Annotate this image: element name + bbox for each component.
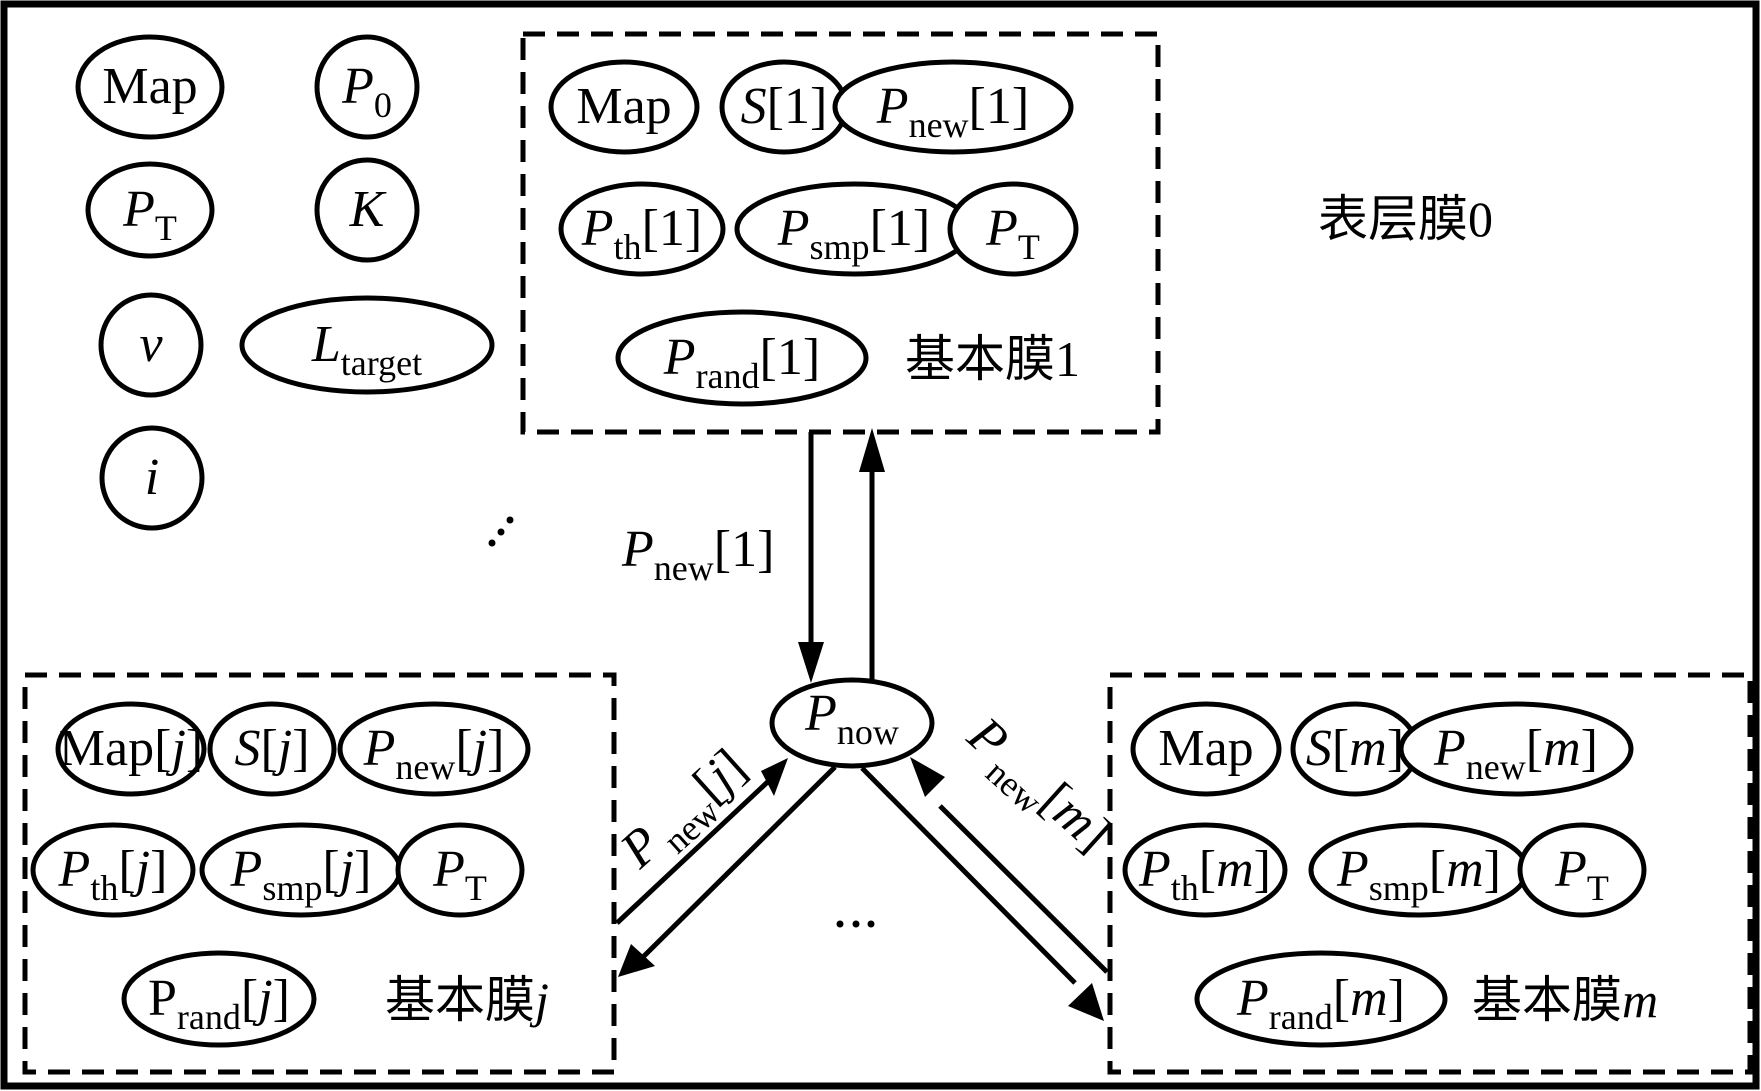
edge-m1-to-now: [798, 432, 824, 683]
svg-text:Prand[1]: Prand[1]: [663, 329, 820, 396]
membrane-j-object-3: Pth[j]: [30, 822, 196, 918]
skin-object-pt: PT: [85, 161, 215, 259]
membrane-j-object-4: Psmp[j]: [199, 822, 403, 918]
membrane-objects: Map S[1] Pnew[1] Pth[1] Psmp[1] PT Prand[1] 基本膜…: [30, 59, 1658, 1048]
edge-label-mm: Pnew[m]: [950, 706, 1122, 870]
skin-membrane-label: 表层膜0: [1318, 191, 1493, 247]
membrane-m-border: [1107, 672, 1753, 1075]
membrane-1-object-1: S[1]: [719, 59, 849, 155]
p-now-object: Pnow: [769, 677, 935, 769]
membrane-m-object-6: Prand[m]: [1194, 950, 1448, 1048]
edge-mm-to-now: [910, 757, 1109, 974]
membrane-m-object-2: Pnew[m]: [1398, 701, 1634, 797]
membrane-1-object-6: Prand[1]: [615, 309, 869, 407]
membrane-1-border: [520, 31, 1161, 435]
edge-label-mj: Pnew[j]: [609, 738, 764, 887]
svg-text:PT: PT: [985, 200, 1040, 267]
edge-mj-to-now: [615, 758, 788, 925]
svg-text:PT: PT: [122, 181, 177, 248]
svg-text:Prand[m]: Prand[m]: [1236, 970, 1405, 1037]
svg-text:Pnew[j]: Pnew[j]: [609, 738, 764, 887]
svg-text:Ltarget: Ltarget: [311, 316, 422, 383]
svg-text:Pnew[1]: Pnew[1]: [621, 521, 774, 588]
membrane-1-object-2: Pnew[1]: [832, 59, 1074, 155]
vertical-ellipsis: [488, 516, 514, 547]
skin-object-p0: P0: [314, 34, 420, 140]
skin-object-map: Map: [75, 34, 225, 140]
membrane-j-object-0: Map[j]: [55, 701, 207, 797]
svg-text:Pnew[m]: Pnew[m]: [1433, 720, 1598, 787]
skin-object-v: v: [98, 292, 204, 398]
membrane-1-object-0: Map: [548, 59, 700, 155]
svg-text:PT: PT: [1554, 841, 1609, 908]
skin-object-ltarget: Ltarget: [239, 295, 495, 395]
svg-text:Pth[1]: Pth[1]: [581, 200, 702, 267]
membrane-m-object-3: Pth[m]: [1122, 822, 1288, 918]
svg-text:Psmp[m]: Psmp[m]: [1336, 841, 1501, 908]
svg-text:Psmp[1]: Psmp[1]: [777, 200, 930, 267]
svg-text:Pnew[m]: Pnew[m]: [950, 706, 1122, 870]
edge-now-to-mm: [860, 766, 1104, 1021]
svg-text:Pnow: Pnow: [804, 685, 899, 752]
edge-label-m1: Pnew[1]: [621, 521, 774, 588]
membrane-m-object-0: Map: [1130, 701, 1282, 797]
svg-text:K: K: [349, 181, 387, 238]
svg-text:v: v: [139, 316, 163, 373]
horizontal-ellipsis: [836, 920, 875, 928]
membrane-1-object-3: Pth[1]: [558, 181, 726, 277]
membrane-j-object-2: Pnew[j]: [337, 701, 531, 797]
svg-text:Map: Map: [576, 78, 671, 135]
membrane-m-object-4: Psmp[m]: [1308, 822, 1530, 918]
svg-text:Psmp[j]: Psmp[j]: [230, 841, 372, 908]
svg-text:Prand[j]: Prand[j]: [148, 970, 290, 1037]
membrane-j-border: [22, 672, 617, 1075]
membrane-j-object-5: PT: [395, 822, 525, 918]
svg-text:S[1]: S[1]: [741, 78, 828, 135]
skin-object-k: K: [314, 157, 420, 263]
svg-text:PT: PT: [432, 841, 487, 908]
svg-text:Pnew[1]: Pnew[1]: [876, 78, 1029, 145]
svg-text:Pth[m]: Pth[m]: [1138, 841, 1271, 908]
membrane-m-object-5: PT: [1517, 822, 1647, 918]
membrane-j-label: 基本膜j: [385, 972, 549, 1028]
svg-text:P0: P0: [341, 58, 392, 125]
svg-text:Map[j]: Map[j]: [59, 720, 203, 777]
svg-text:S[m]: S[m]: [1306, 720, 1404, 777]
svg-text:Pnew[j]: Pnew[j]: [363, 720, 505, 787]
edge-now-to-m1: [859, 428, 885, 680]
membrane-j-object-1: S[j]: [207, 701, 337, 797]
membrane-1-object-5: PT: [947, 181, 1079, 277]
svg-text:i: i: [145, 449, 159, 506]
svg-text:S[j]: S[j]: [234, 720, 309, 777]
membrane-1-object-4: Psmp[1]: [734, 181, 974, 277]
membrane-1-label: 基本膜1: [905, 331, 1080, 387]
edge-now-to-mj: [618, 765, 837, 977]
membrane-j-object-6: Prand[j]: [121, 950, 317, 1048]
svg-text:Map: Map: [1158, 720, 1253, 777]
membrane-m-object-1: S[m]: [1290, 701, 1420, 797]
membrane-m-label: 基本膜m: [1472, 972, 1658, 1028]
skin-object-i: i: [99, 425, 205, 531]
svg-text:Map: Map: [102, 58, 197, 115]
svg-text:Pth[j]: Pth[j]: [58, 841, 168, 908]
